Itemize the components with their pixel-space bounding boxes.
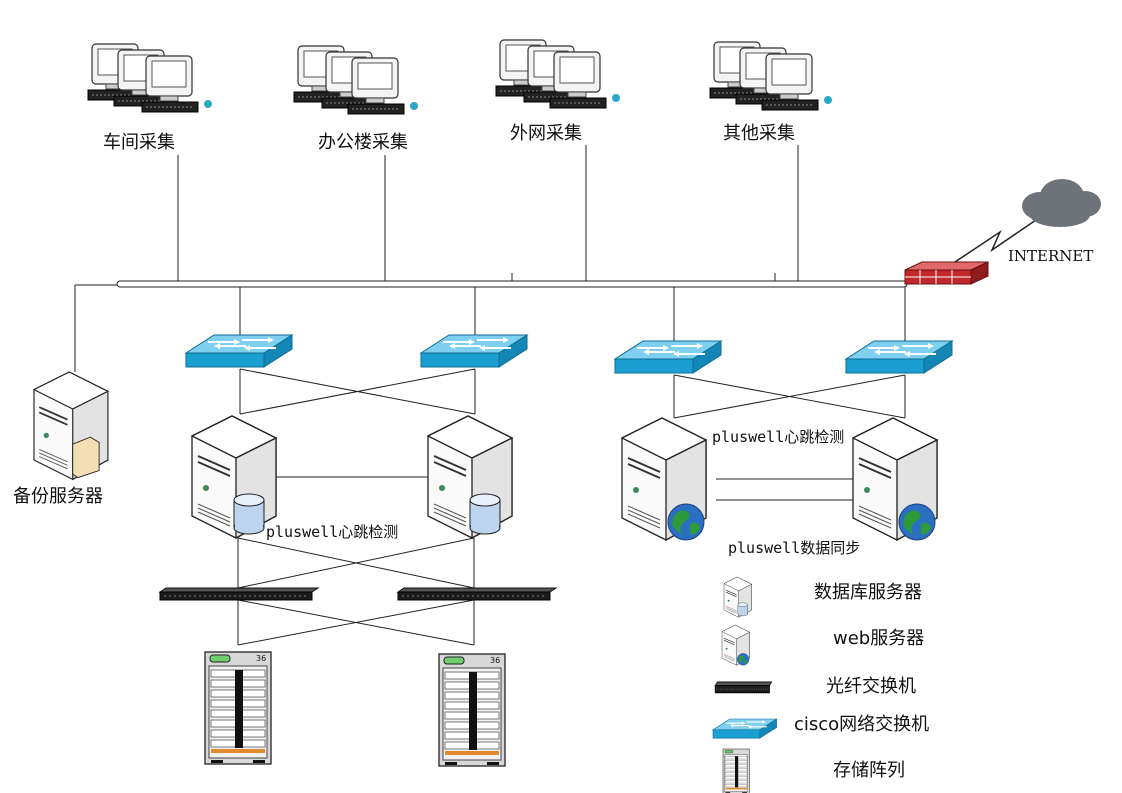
database-server-1: [191, 415, 277, 539]
workstation-group-other: [709, 41, 832, 111]
legend-label-4: 存储阵列: [833, 760, 905, 781]
legend-label-0: 数据库服务器: [814, 582, 922, 603]
backbone-bus: [116, 280, 908, 288]
storage-array-2: 36: [438, 653, 506, 767]
workstation-group-workshop: [87, 43, 212, 113]
cisco-switch-4: [845, 340, 953, 374]
legend: 数据库服务器 web服务器 光纤交换机 cisco网络交换机 存储阵列: [712, 576, 929, 793]
web-sync-label: pluswell数据同步: [728, 539, 860, 557]
fiber-switch-1: [159, 587, 319, 601]
backup-server-icon: [33, 371, 109, 481]
fiber-switch-icon: [714, 681, 773, 694]
collection-drop-wires: [177, 145, 799, 281]
collection-label-2: 外网采集: [510, 123, 582, 144]
legend-label-3: cisco网络交换机: [794, 714, 929, 735]
web-server-icon: [721, 624, 751, 666]
firewall-icon: [904, 261, 989, 285]
web-server-1: [621, 417, 707, 541]
web-heartbeat-label: pluswell心跳检测: [712, 428, 844, 446]
db-switch-server-wires: [239, 368, 476, 415]
cisco-switch-2: [420, 334, 528, 368]
server-fiber-wires: [237, 537, 475, 589]
storage-array-1: 36: [204, 651, 272, 765]
database-server-2: [427, 415, 513, 539]
web-switch-server-wires: [673, 374, 906, 419]
storage-array-1-tag: 36: [256, 654, 266, 663]
legend-label-2: 光纤交换机: [826, 676, 916, 697]
internet-cloud-icon: [1022, 179, 1101, 227]
workstation-group-external: [495, 39, 620, 109]
collection-label-3: 其他采集: [723, 123, 795, 144]
cisco-switch-3: [614, 340, 722, 374]
web-server-2: [852, 417, 938, 541]
storage-array-2-tag: 36: [490, 656, 500, 665]
storage-array-icon: [722, 748, 750, 793]
collection-label-1: 办公楼采集: [318, 132, 408, 153]
legend-label-1: web服务器: [833, 628, 924, 649]
workstation-group-office: [293, 45, 418, 115]
fiber-storage-wires: [237, 599, 475, 646]
collection-label-0: 车间采集: [103, 132, 175, 153]
internet-label: INTERNET: [1008, 247, 1093, 265]
cisco-switch-1: [185, 334, 293, 368]
internet-link: [954, 219, 1037, 263]
backup-server-label: 备份服务器: [13, 486, 103, 507]
database-server-icon: [723, 576, 753, 618]
cisco-switch-icon: [712, 718, 778, 739]
bus-to-switch-wires: [239, 287, 906, 341]
fiber-switch-2: [397, 587, 557, 601]
db-heartbeat-label: pluswell心跳检测: [266, 523, 398, 541]
